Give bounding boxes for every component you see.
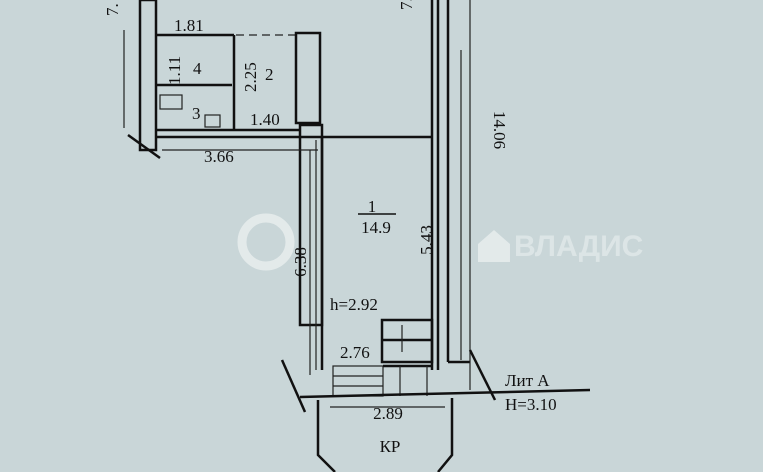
dim-1-81: 1.81 <box>174 16 204 35</box>
dim-3-66: 3.66 <box>204 147 234 166</box>
watermark-logo-icon <box>237 213 295 271</box>
room-4-number: 4 <box>193 59 202 78</box>
dim-2-76: 2.76 <box>340 343 370 362</box>
watermark-brand: ВЛАДИС <box>514 230 643 263</box>
dim-14-06: 14.06 <box>490 111 509 149</box>
dim-6-38: 6.38 <box>291 247 310 277</box>
dim-2-89: 2.89 <box>373 404 403 423</box>
watermark: ВЛАДИС <box>237 213 643 271</box>
dim-top-left: 7. <box>103 3 122 16</box>
room-1-area: 14.9 <box>361 218 391 237</box>
dim-top-right: 7. <box>397 0 416 10</box>
ceiling-height: h=2.92 <box>330 295 378 314</box>
dim-1-40: 1.40 <box>250 110 280 129</box>
walls <box>123 0 591 472</box>
building-height: H=3.10 <box>505 395 557 414</box>
room-2-number: 2 <box>265 65 274 84</box>
dim-2-25: 2.25 <box>241 62 260 92</box>
porch-label: КР <box>380 437 401 456</box>
dim-5-43: 5.43 <box>417 225 436 255</box>
dim-1-11: 1.11 <box>165 56 184 85</box>
room-1-number: 1 <box>368 197 377 216</box>
house-icon <box>478 230 510 262</box>
lit-label: Лит А <box>505 371 550 390</box>
room-3-number: 3 <box>192 104 201 123</box>
